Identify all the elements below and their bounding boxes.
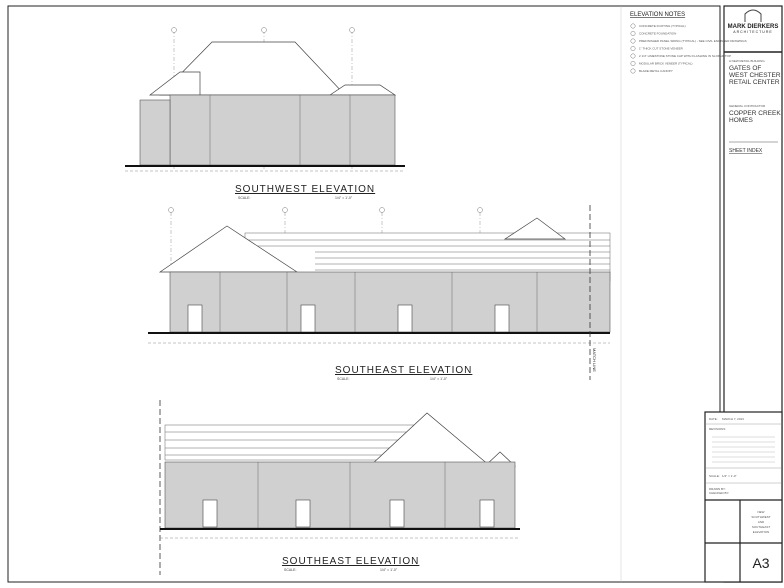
sheet-border <box>7 5 721 583</box>
scale-label: SCALE: <box>238 196 250 200</box>
note-number-bubble <box>630 61 636 66</box>
note-text: 2 1/4" LIMESTONE STONE CAP WITH FLASHING… <box>639 54 731 58</box>
note-number-bubble <box>630 31 636 36</box>
scale-label: SCALE: <box>709 474 720 478</box>
door <box>397 304 413 333</box>
note-item: MODULAR BRICK VENEER (TYPICAL) <box>630 61 693 66</box>
drawn-by-label: DRAWN BY: <box>709 487 726 491</box>
sheet-title: SOUTHWEST <box>751 515 770 519</box>
note-text: CONCRETE FOUNDATION <box>639 32 676 36</box>
drawing-title: SOUTHWEST ELEVATION <box>235 184 375 195</box>
door <box>494 304 510 333</box>
wall <box>169 94 396 166</box>
contractor-label: GENERAL CONTRACTOR <box>729 104 766 108</box>
firm-logo <box>744 9 762 22</box>
note-item: 1" THICK CUT STONE VENEER <box>630 46 684 51</box>
note-item: CONCRETE FOOTING (TYPICAL) <box>630 23 686 29</box>
gable-roof <box>503 217 567 240</box>
scale-value: 1/4" = 1'-0" <box>335 196 353 200</box>
project-name: RETAIL CENTER <box>729 79 780 86</box>
note-item: CONCRETE FOUNDATION <box>630 31 676 36</box>
sheet-title: AND <box>758 520 765 524</box>
note-item: PREFINISHED PANEL SIDING (TYPICAL) - SEE… <box>630 38 747 44</box>
drawing-title: SOUTHEAST ELEVATION <box>335 365 472 376</box>
door <box>389 499 405 528</box>
firm-name: MARK DIERKERS <box>728 24 779 30</box>
project-name: WEST CHESTER <box>729 72 781 79</box>
parapet-screen <box>164 424 426 461</box>
scale-value: 1/4" = 1'-0" <box>430 377 448 381</box>
scale-label: SCALE: <box>284 568 296 572</box>
scale-value: 1/4" = 1'-0" <box>722 474 737 478</box>
wall <box>164 461 516 529</box>
note-text: PREFINISHED PANEL SIDING (TYPICAL) - SEE… <box>639 39 747 43</box>
project-name: GATES OF <box>729 65 761 72</box>
door <box>479 499 495 528</box>
drawing-title: SOUTHEAST ELEVATION <box>282 556 419 567</box>
sheet-number: A3 <box>752 555 769 571</box>
firm-sub: ARCHITECTURE <box>733 30 772 34</box>
southeast-elevation-2: SOUTHEAST ELEVATION SCALE: 1/4" = 1'-0" <box>159 400 520 575</box>
scale-value: 1/4" = 1'-0" <box>380 568 398 572</box>
notes-heading: ELEVATION NOTES <box>630 12 685 18</box>
sheet-index: SHEET INDEX <box>729 148 763 154</box>
sheet-title: SOUTHEAST <box>752 525 771 529</box>
match-line-label: MATCH LINE <box>592 348 597 372</box>
note-number-bubble <box>630 23 636 29</box>
note-number-bubble <box>630 68 636 74</box>
scale-label: SCALE: <box>337 377 349 381</box>
date-value: MARCH 7, 2013 <box>722 417 744 421</box>
note-text: MODULAR BRICK VENEER (TYPICAL) <box>639 62 693 66</box>
door <box>295 499 311 528</box>
contractor-name: COPPER CREEK <box>729 110 781 117</box>
door <box>202 499 218 528</box>
note-item: BLADE METAL CANOPY <box>630 68 673 74</box>
southeast-elevation-1: MATCH LINE SOUTHEAST ELEVATION SCALE: 1/… <box>148 205 611 381</box>
elevation-notes: ELEVATION NOTES CONCRETE FOOTING (TYPICA… <box>630 12 747 74</box>
note-number-bubble <box>630 46 636 51</box>
project-label: A NEW RETAIL BUILDING <box>729 59 765 63</box>
door <box>187 304 203 333</box>
wall <box>169 271 611 333</box>
revisions-label: REVISIONS <box>709 427 725 431</box>
note-number-bubble <box>630 53 636 59</box>
note-item: 2 1/4" LIMESTONE STONE CAP WITH FLASHING… <box>630 53 731 59</box>
note-text: CONCRETE FOOTING (TYPICAL) <box>639 24 686 28</box>
note-number-bubble <box>630 38 636 44</box>
sheet-title: ELEVATION <box>753 530 769 534</box>
checked-by-label: CHECKED BY: <box>709 491 729 495</box>
note-text: 1" THICK CUT STONE VENEER <box>639 47 684 51</box>
contractor-name: HOMES <box>729 117 754 124</box>
note-text: BLADE METAL CANOPY <box>639 69 673 73</box>
date-label: DATE: <box>709 417 718 421</box>
southwest-elevation: SOUTHWEST ELEVATION SCALE: 1/4" = 1'-0" <box>125 27 405 200</box>
sheet-title: NEW <box>758 510 765 514</box>
door <box>300 304 316 333</box>
title-block: MARK DIERKERS ARCHITECTURE A NEW RETAIL … <box>704 5 783 583</box>
